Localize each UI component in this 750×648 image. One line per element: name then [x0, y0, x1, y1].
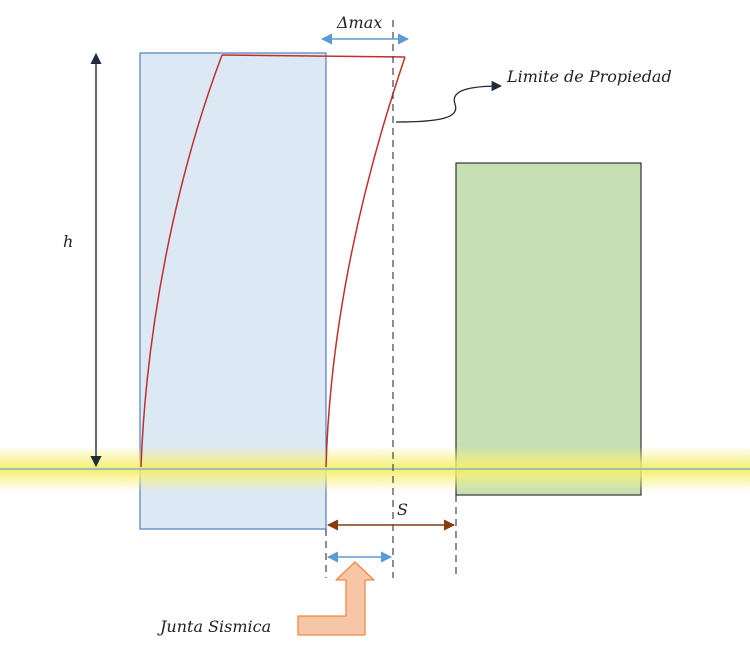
right-building — [455, 162, 642, 496]
delta-max-label: Δmax — [336, 13, 382, 32]
property-limit-leader — [395, 80, 503, 123]
seismic-joint-arrow — [297, 561, 375, 636]
deformed-shape-left — [140, 54, 223, 468]
height-label: h — [63, 232, 73, 251]
seismic-joint-label: Junta Sismica — [157, 617, 271, 636]
separation-label: S — [397, 500, 408, 519]
property-limit-label: Limite de Propiedad — [506, 67, 672, 86]
deformed-shape-top — [221, 54, 406, 58]
deformed-shape-right — [325, 56, 406, 468]
